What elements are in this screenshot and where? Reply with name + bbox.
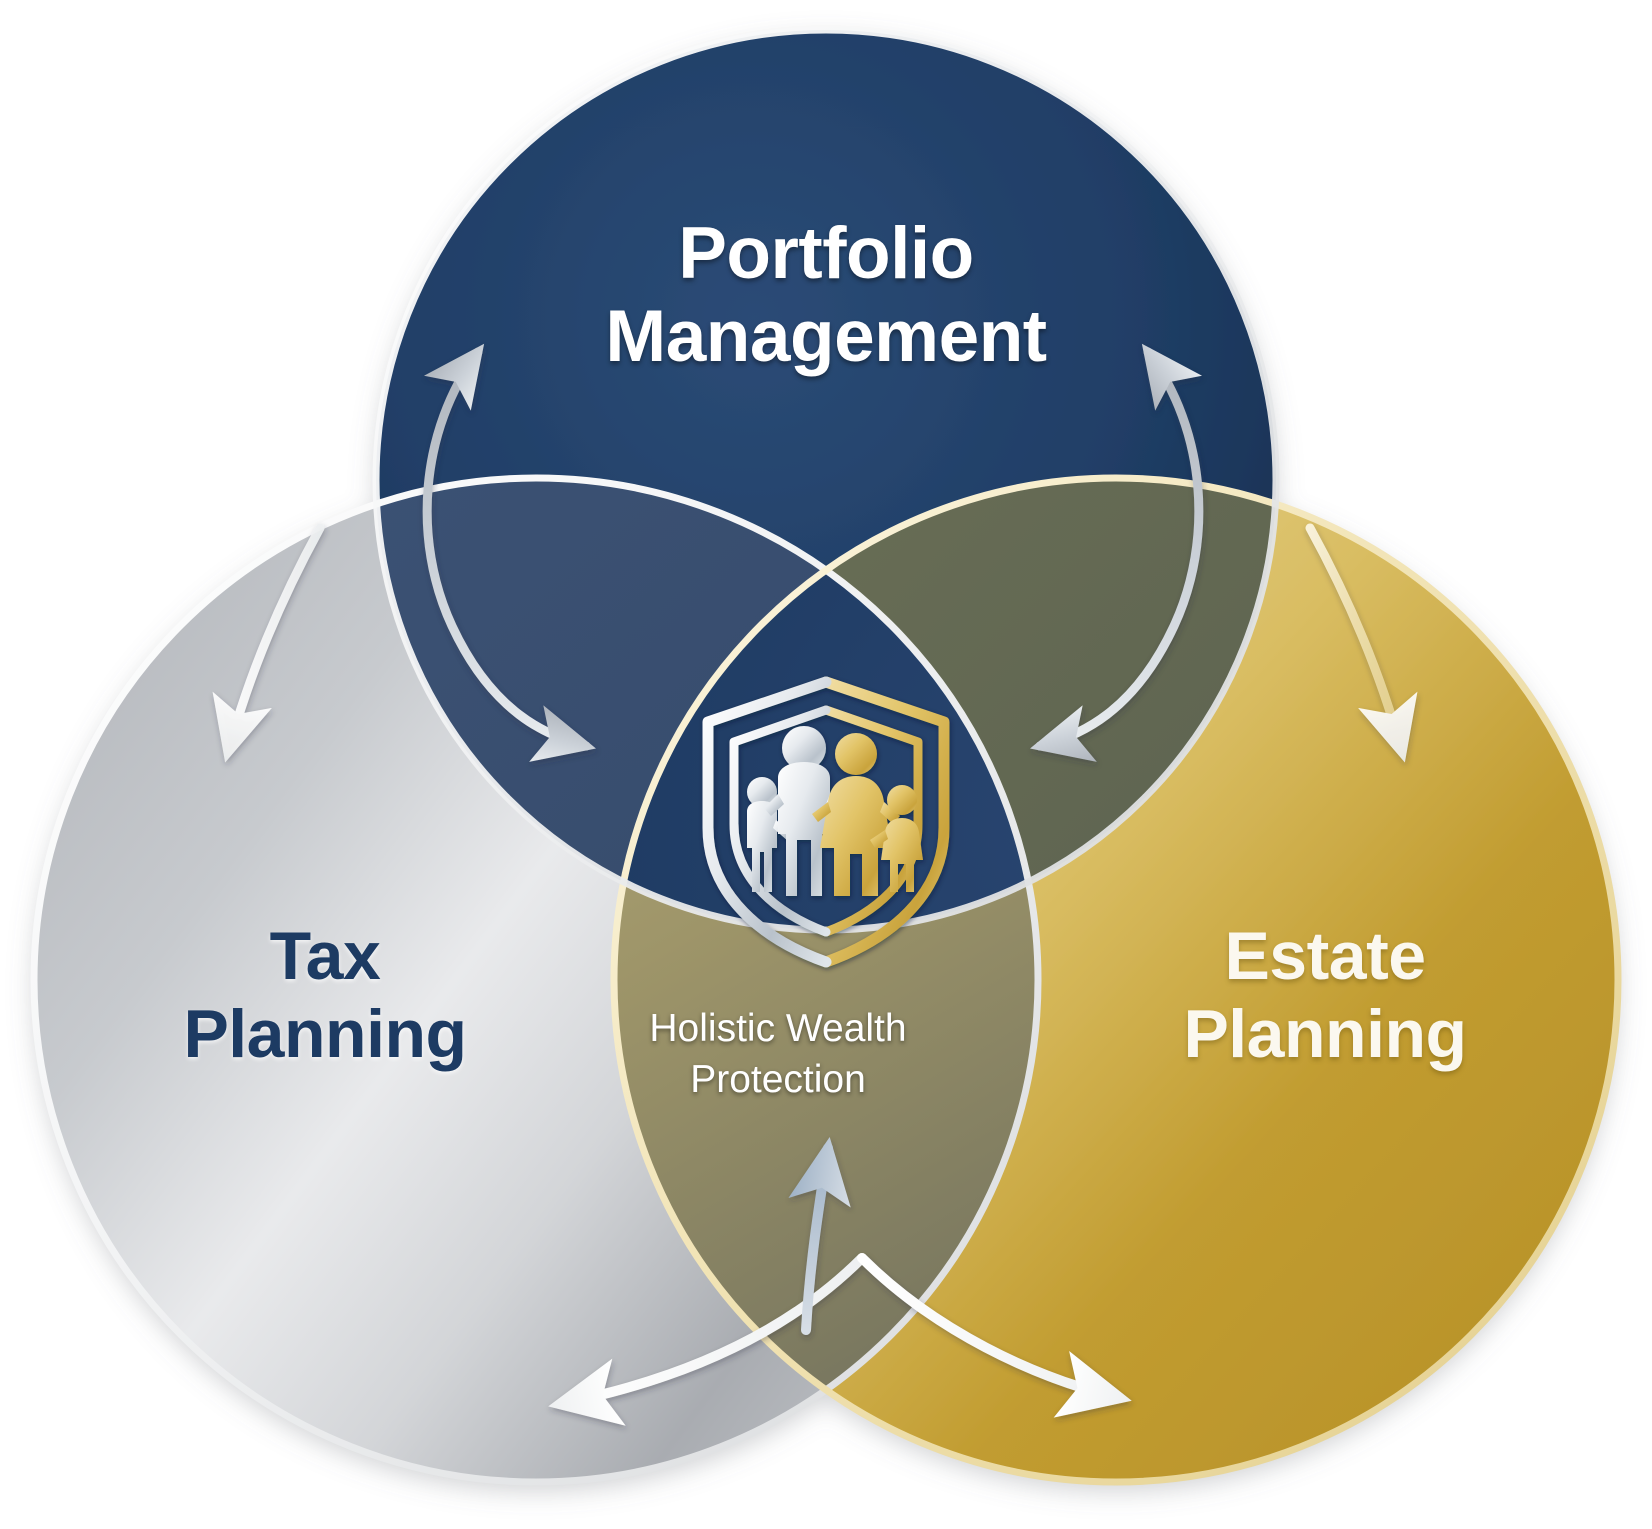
arrow-estate-to-portfolio: [1030, 343, 1204, 762]
arrow-tax-estate-left: [548, 1253, 867, 1426]
arrow-portfolio-out-right: [1305, 523, 1418, 763]
figure-child-right: [870, 785, 923, 892]
arrow-center-up: [788, 1137, 851, 1335]
arrow-tax-estate-right: [857, 1253, 1132, 1418]
arrows-group: [212, 343, 1418, 1426]
overlap-all-three: [614, 478, 1038, 930]
family-shield-icon: [702, 676, 950, 968]
figure-adult-right: [812, 733, 900, 896]
arrow-tax-to-portfolio: [422, 343, 596, 762]
arrow-portfolio-out-left: [212, 523, 325, 763]
family-figures: [747, 726, 923, 896]
